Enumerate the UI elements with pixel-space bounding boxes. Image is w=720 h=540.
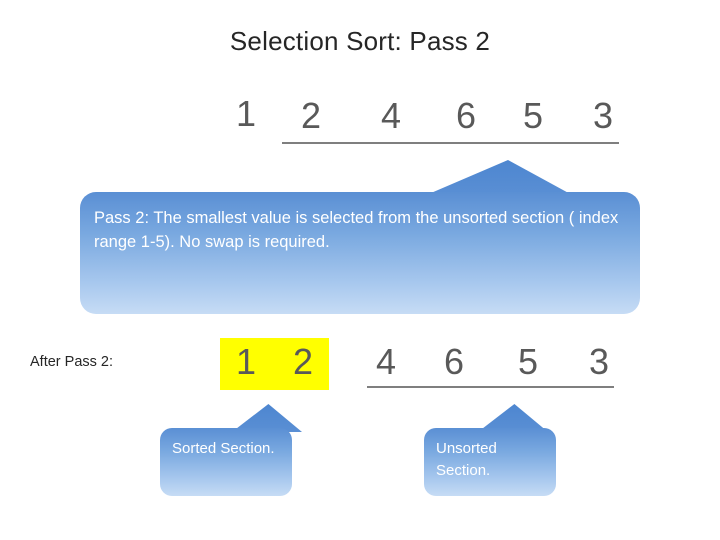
sorted-callout-text: Sorted Section. — [172, 440, 275, 457]
main-callout: Pass 2: The smallest value is selected f… — [80, 192, 640, 314]
bottom-array-cell-3: 6 — [443, 341, 465, 382]
bottom-array-underline — [367, 386, 614, 388]
page-title: Selection Sort: Pass 2 — [229, 26, 491, 56]
bottom-array-cell-5: 3 — [588, 341, 610, 382]
unsorted-callout-text: Unsorted Section. — [436, 440, 497, 479]
top-array-cell-4: 5 — [522, 95, 544, 136]
sorted-highlight — [220, 338, 329, 390]
bottom-array-cell-1: 2 — [292, 341, 314, 382]
bottom-array-cell-4: 5 — [517, 341, 539, 382]
top-array-cell-2: 4 — [380, 95, 402, 136]
bottom-array-cell-2: 4 — [375, 341, 397, 382]
unsorted-callout: Unsorted Section. — [424, 428, 556, 496]
main-callout-text: Pass 2: The smallest value is selected f… — [94, 209, 619, 251]
top-array-underline — [282, 142, 619, 144]
after-pass-label: After Pass 2: — [30, 354, 114, 370]
bottom-array: 1 2 4 6 5 3 — [220, 338, 622, 394]
top-array-cell-3: 6 — [455, 95, 477, 136]
top-array-cell-1: 2 — [300, 95, 322, 136]
sorted-callout: Sorted Section. — [160, 428, 292, 496]
top-array-cell-5: 3 — [592, 95, 614, 136]
top-array-cell-0: 1 — [235, 93, 257, 134]
top-array: 1 2 4 6 5 3 — [222, 92, 622, 148]
main-callout-tail — [424, 160, 574, 196]
bottom-array-cell-0: 1 — [235, 341, 257, 382]
